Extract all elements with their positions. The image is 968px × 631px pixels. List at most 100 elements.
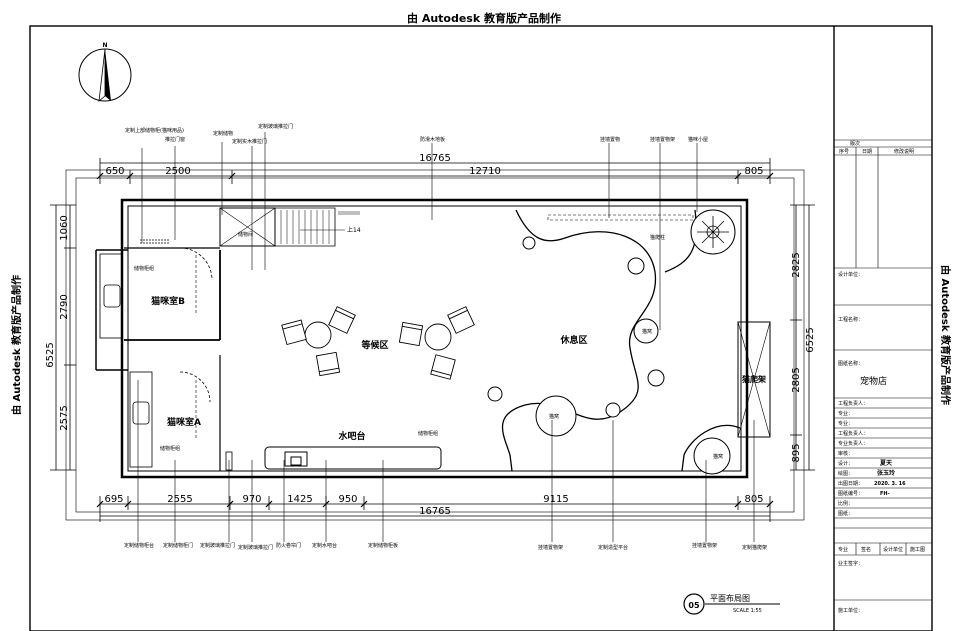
- tb-col-no: 序号: [839, 148, 849, 155]
- room-water-bar: 水吧台: [338, 430, 365, 442]
- wall-shelf: [547, 214, 694, 221]
- snowflake-icon: [697, 216, 729, 248]
- watermark-right: 由 Autodesk 教育版产品制作: [939, 265, 952, 405]
- dim-top-2: 2500: [165, 166, 190, 177]
- callout-bottom-7: 定制储物柜板: [368, 542, 398, 549]
- dim-right-2: 2805: [791, 367, 802, 392]
- dim-left-3: 2575: [59, 405, 70, 430]
- callout-bottom-10: 挂墙置物架: [692, 542, 717, 549]
- north-label: N: [102, 42, 107, 49]
- dim-bottom-total: 16765: [419, 506, 451, 517]
- dim-left-total: 6525: [45, 342, 56, 367]
- room-cat-a: 猫咪室A: [167, 416, 201, 428]
- drawing-title: 05 平面布局图 SCALE 1:55: [683, 593, 780, 615]
- tb-sign-4: 施工图: [910, 546, 925, 553]
- tb-header: 版次: [850, 140, 860, 147]
- dim-right-1: 2825: [791, 252, 802, 277]
- title-block-grid: [834, 139, 932, 601]
- callout-top-8: 挂墙置物架: [650, 136, 675, 143]
- dim-left-1: 1060: [59, 215, 70, 240]
- callout-top-6: 防滑木地板: [420, 136, 445, 143]
- callout-bottom-9: 定制造型平台: [598, 544, 628, 551]
- tb-date-label: 出图日期：: [838, 480, 863, 487]
- tb-construction: 施工单位：: [838, 607, 863, 614]
- tb-drawing-no-label: 图纸编号：: [838, 490, 863, 497]
- callout-bottom-11: 定制猫爬架: [742, 544, 767, 551]
- callout-top-5: 定制玻璃推拉门: [258, 123, 293, 130]
- room-labels: 猫咪室B 猫咪室A 等候区 休息区 水吧台 猫爬架: [151, 295, 766, 442]
- tb-date-value: 2020. 3. 16: [874, 481, 906, 487]
- stair-up-label: 上14: [347, 226, 361, 234]
- cat-room-furniture: [99, 239, 233, 471]
- dim-top-4: 805: [744, 166, 763, 177]
- dim-bottom-1: 695: [104, 494, 123, 505]
- callout-bottom-4: 定制玻璃推拉门: [238, 544, 273, 551]
- tb-discipline: 专业：: [838, 410, 853, 417]
- watermark-left: 由 Autodesk 教育版产品制作: [10, 275, 23, 415]
- callouts-bottom: 定制储物柜台 定制储物柜门 定制玻璃推拉门 定制玻璃推拉门 防火卷帘门 定制水吧…: [124, 542, 767, 551]
- note-cabinet-b: 储物柜组: [134, 265, 154, 272]
- dim-right-total: 6525: [805, 327, 816, 352]
- tb-design-value: 夏天: [879, 459, 892, 467]
- callout-bottom-8: 挂墙置物架: [538, 544, 563, 551]
- room-cat-b: 猫咪室B: [151, 295, 185, 307]
- sheet-frame: [29, 25, 933, 631]
- tb-sign-1: 专业: [838, 546, 848, 553]
- callout-top-9: 猫咪小屋: [688, 136, 708, 143]
- water-bar: [264, 446, 442, 470]
- room-lounge: 休息区: [559, 334, 587, 346]
- callout-bottom-1: 定制储物柜台: [124, 542, 154, 549]
- callout-top-3: 定制储物: [213, 130, 233, 137]
- tb-drawing-no-value: FH-: [880, 491, 890, 497]
- tb-professional-lead: 专业负责人：: [838, 440, 868, 447]
- note-bar-cabinet: 储物柜组: [418, 430, 438, 437]
- callout-bottom-5: 防火卷帘门: [276, 542, 301, 549]
- dim-left-2: 2790: [59, 294, 70, 319]
- tb-design-label: 设计：: [838, 460, 853, 467]
- tb-review: 审核：: [838, 450, 853, 457]
- dim-bottom-2: 2555: [167, 494, 192, 505]
- stairs: [280, 210, 360, 244]
- callout-top-4: 定制实木推拉门: [232, 138, 267, 145]
- dim-right-3: 895: [791, 443, 802, 462]
- lounge-rounds: [487, 209, 736, 475]
- waiting-furniture: [281, 306, 475, 380]
- tb-project-lead: 工程负责人：: [838, 400, 868, 407]
- tb-draft-value: 张玉玲: [877, 469, 895, 477]
- dim-bottom-4: 1425: [287, 494, 312, 505]
- tb-design-unit: 设计单位：: [838, 271, 863, 278]
- tb-sign-2: 签名: [861, 546, 871, 553]
- plan-notes: 储物柜组 储物柜组 储物柜组 猫爬柱 猫窝 猫窝 猫窝: [134, 234, 723, 460]
- note-bottom-round: 猫窝: [549, 413, 559, 420]
- room-cat-frame: 猫爬架: [741, 374, 766, 384]
- callout-bottom-6: 定制水吧台: [312, 542, 337, 549]
- dim-bottom-5: 950: [338, 494, 357, 505]
- note-lounge-round: 猫窝: [642, 328, 652, 335]
- note-cabinet-a: 储物柜组: [160, 445, 180, 452]
- dimension-lines: [50, 158, 815, 522]
- dim-bottom-6: 9115: [543, 494, 568, 505]
- leader-lines-bottom: [137, 380, 755, 542]
- note-right-pole: 猫爬柱: [650, 234, 665, 241]
- room-waiting: 等候区: [360, 339, 388, 351]
- north-arrow-icon: [78, 48, 132, 102]
- callout-bottom-3: 定制玻璃推拉门: [200, 542, 235, 549]
- callout-top-2: 推拉门窗: [165, 136, 185, 143]
- title-block-text: 版次 序号 日期 修改说明 设计单位： 工程名称： 图纸名称： 宠物店 工程负责…: [838, 140, 925, 614]
- tb-scale-label: 比例：: [838, 500, 853, 507]
- drawing-name: 平面布局图: [710, 593, 750, 603]
- storage-room-label: 储物间: [238, 231, 253, 238]
- tb-owner: 业主签字：: [838, 560, 863, 567]
- tb-drawing-name: 图纸名称：: [838, 360, 863, 367]
- dim-top-1: 650: [105, 166, 124, 177]
- tb-drawing-value: 宠物店: [860, 375, 887, 387]
- drawing-number: 05: [688, 601, 700, 610]
- callout-top-7: 挂墙置物: [600, 136, 620, 143]
- tb-page-label: 图纸：: [838, 510, 853, 517]
- walls: [95, 198, 749, 479]
- tb-draft-label: 绘图：: [838, 470, 853, 477]
- tb-project-name: 工程名称：: [838, 316, 863, 323]
- callout-top-1: 定制上部储物柜(猫咪用品): [125, 127, 184, 134]
